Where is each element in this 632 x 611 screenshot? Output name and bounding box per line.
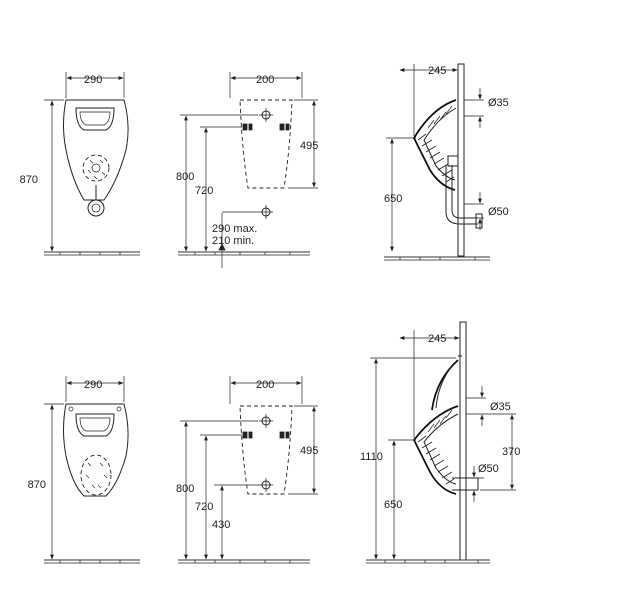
side-top-inlet: Ø35 — [488, 97, 509, 109]
rear-bottom-h1: 800 — [176, 483, 194, 495]
side-bottom-depth: 245 — [428, 333, 446, 345]
floor-line — [366, 559, 490, 564]
rear-top-h1: 800 — [176, 171, 194, 183]
floor-line — [178, 251, 310, 256]
side-view-bottom: 245 1110 650 Ø35 370 Ø50 — [360, 321, 520, 564]
side-view-top: 245 Ø35 650 Ø50 — [384, 63, 509, 261]
front-top-width: 290 — [84, 74, 102, 86]
side-bottom-inlet-height: 370 — [502, 446, 520, 458]
front-bottom-height: 870 — [28, 479, 46, 491]
rear-bottom-h3: 430 — [212, 519, 230, 531]
side-top-outlet: Ø50 — [488, 206, 509, 218]
floor-line — [384, 256, 490, 261]
floor-line — [178, 559, 310, 564]
side-top-depth: 245 — [428, 65, 446, 77]
side-bottom-total-height: 1110 — [360, 451, 383, 463]
front-top-height: 870 — [20, 174, 38, 186]
rear-top-h2: 720 — [195, 185, 213, 197]
side-bottom-inlet: Ø35 — [490, 401, 511, 413]
side-bottom-height: 650 — [384, 499, 402, 511]
rear-bottom-h2: 720 — [195, 501, 213, 513]
front-view-top: 290 870 — [20, 72, 140, 256]
front-bottom-width: 290 — [84, 379, 102, 391]
rear-top-width: 200 — [256, 74, 274, 86]
rear-bottom-width: 200 — [256, 379, 274, 391]
front-view-bottom: 290 870 — [28, 376, 140, 564]
rear-top-drain-max: 290 max. — [212, 223, 257, 235]
floor-line — [44, 559, 140, 564]
side-bottom-outlet: Ø50 — [478, 463, 499, 475]
rear-bottom-height: 495 — [300, 445, 318, 457]
rear-top-height: 495 — [300, 140, 318, 152]
rear-view-top: 200 495 800 720 290 max. 210 min. — [176, 72, 318, 268]
floor-line — [44, 251, 140, 256]
side-top-height: 650 — [384, 193, 402, 205]
rear-top-drain-min: 210 min. — [212, 235, 254, 247]
rear-view-bottom: 200 495 800 720 430 — [176, 376, 318, 564]
